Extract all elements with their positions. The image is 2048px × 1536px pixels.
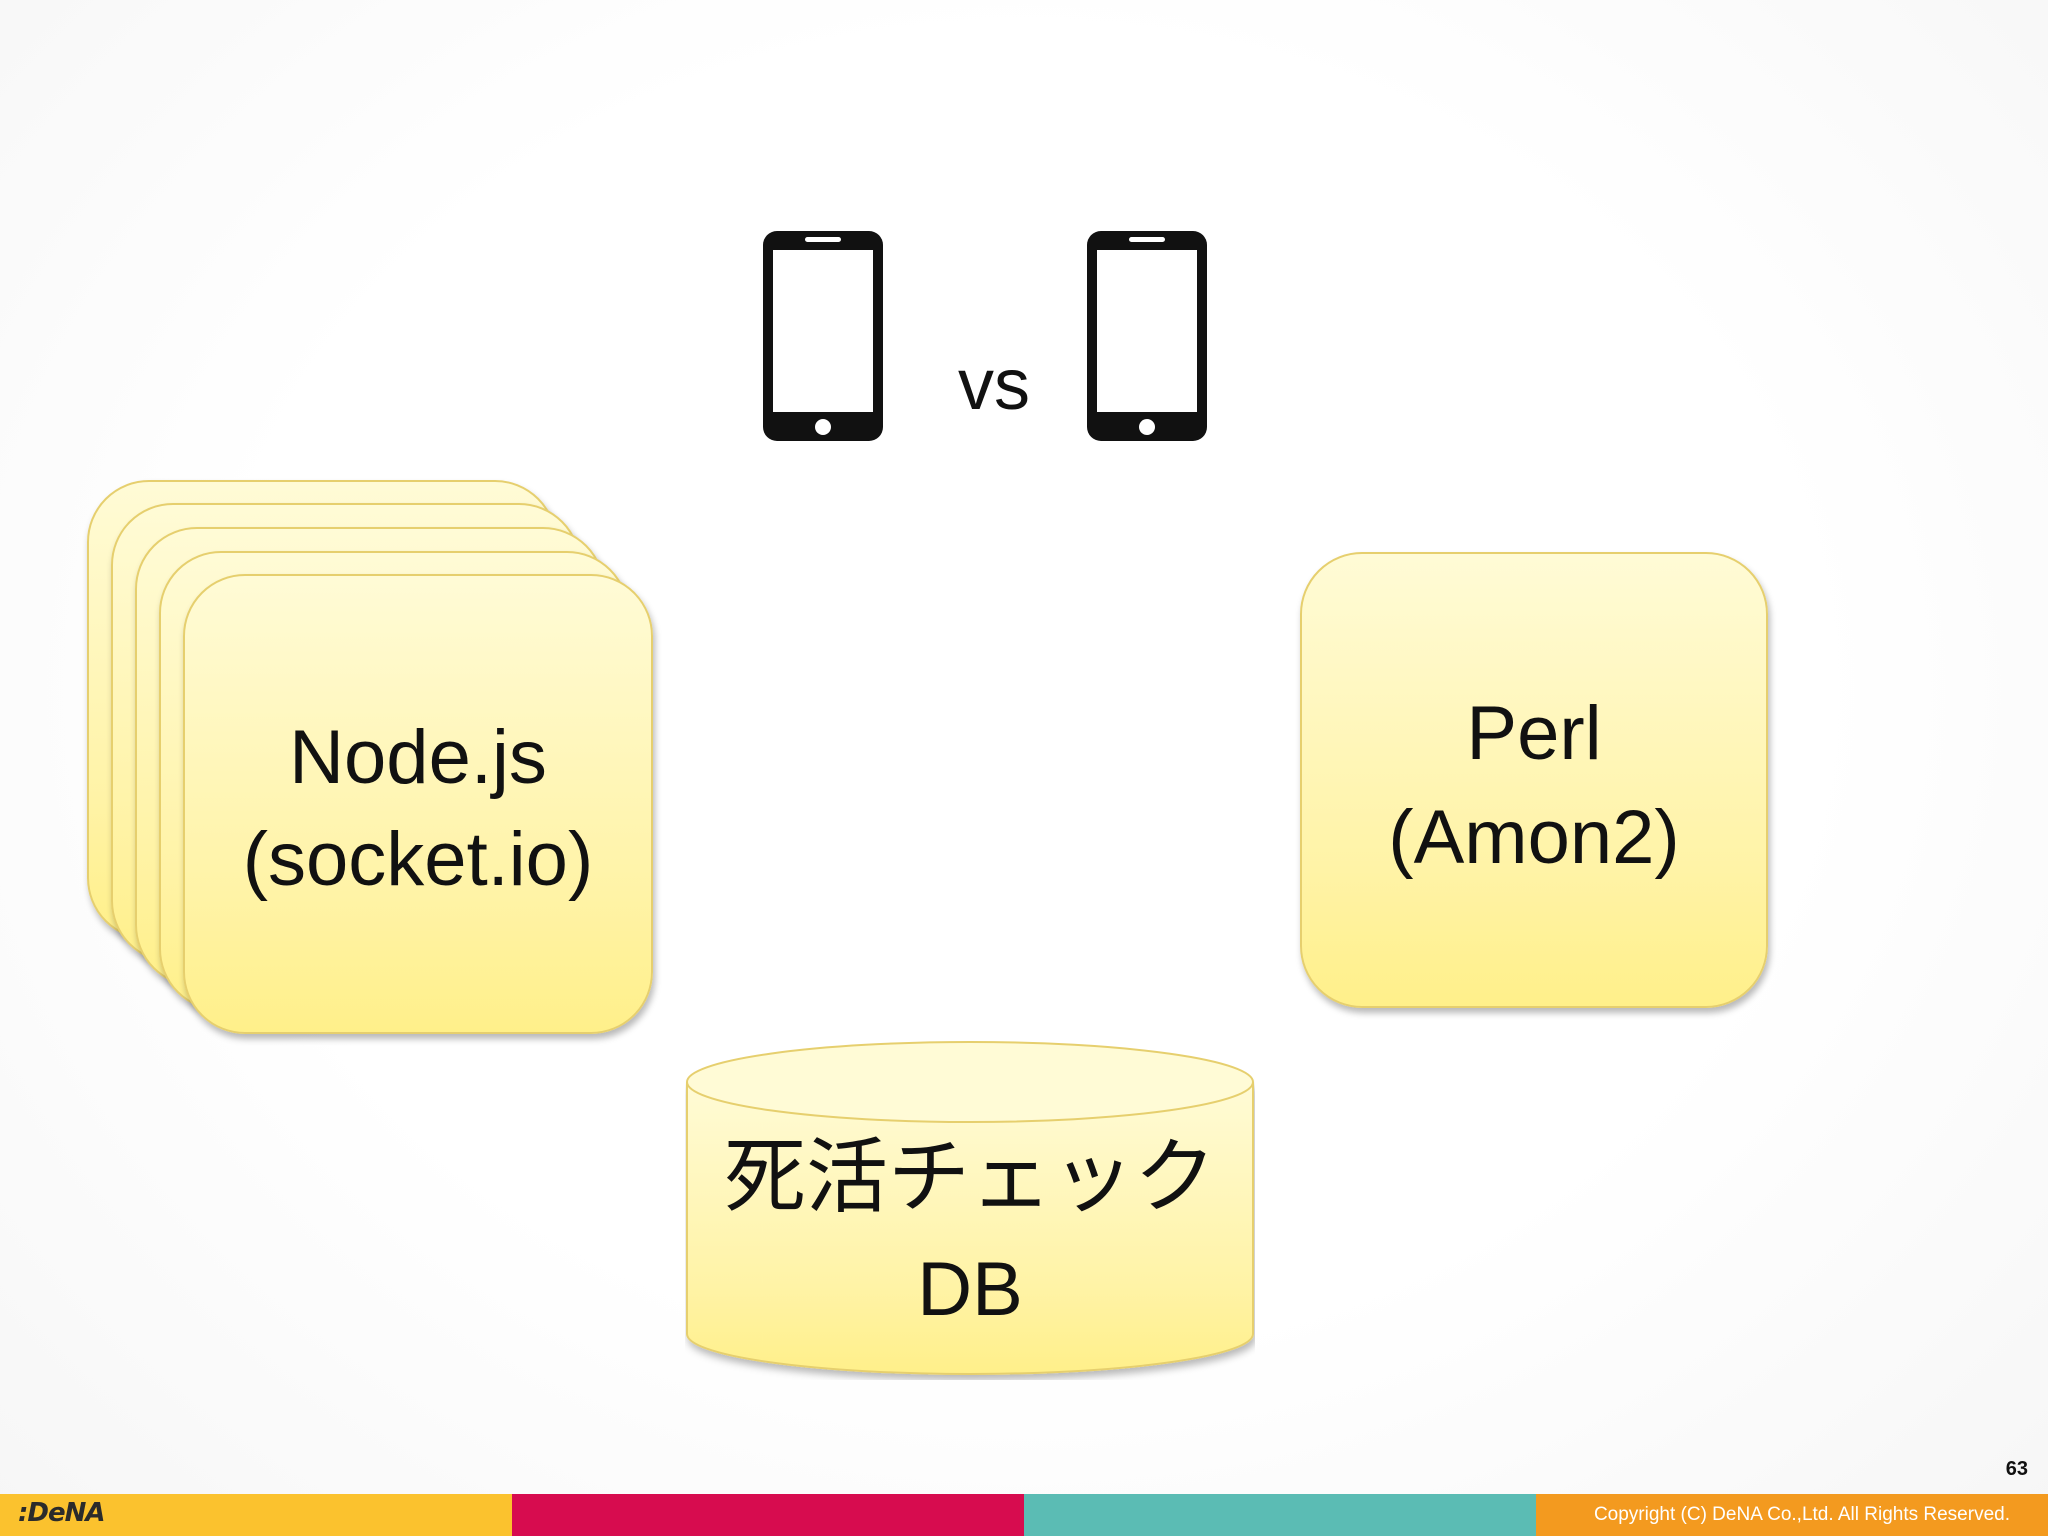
perl-label-framework: (Amon2) xyxy=(1388,795,1680,880)
database-cylinder-icon xyxy=(686,1041,1254,1375)
footer-segment-teal xyxy=(1024,1494,1536,1536)
footer-bar: :DeNA Copyright (C) DeNA Co.,Ltd. All Ri… xyxy=(0,1494,2048,1536)
smartphone-icon xyxy=(1087,231,1207,441)
node-label-name: Node.js xyxy=(289,715,547,800)
vs-label: vs xyxy=(958,345,1030,425)
footer-segment-yellow: :DeNA xyxy=(0,1494,512,1536)
perl-server-card: Perl (Amon2) xyxy=(1300,552,1768,1008)
smartphone-icon xyxy=(763,231,883,441)
perl-label-name: Perl xyxy=(1466,691,1602,776)
footer-segment-orange: Copyright (C) DeNA Co.,Ltd. All Rights R… xyxy=(1536,1494,2048,1536)
node-label-lib: (socket.io) xyxy=(242,817,594,902)
alive-check-db: 死活チェック DB xyxy=(685,1040,1255,1380)
db-label-db: DB xyxy=(917,1247,1023,1332)
dena-logo: :DeNA xyxy=(18,1498,105,1528)
node-server-card-front: Node.js (socket.io) xyxy=(183,574,653,1034)
page-number: 63 xyxy=(2005,1458,2028,1480)
db-label-title: 死活チェック xyxy=(723,1130,1216,1225)
footer-segment-magenta xyxy=(512,1494,1024,1536)
copyright-text: Copyright (C) DeNA Co.,Ltd. All Rights R… xyxy=(1593,1504,2010,1525)
